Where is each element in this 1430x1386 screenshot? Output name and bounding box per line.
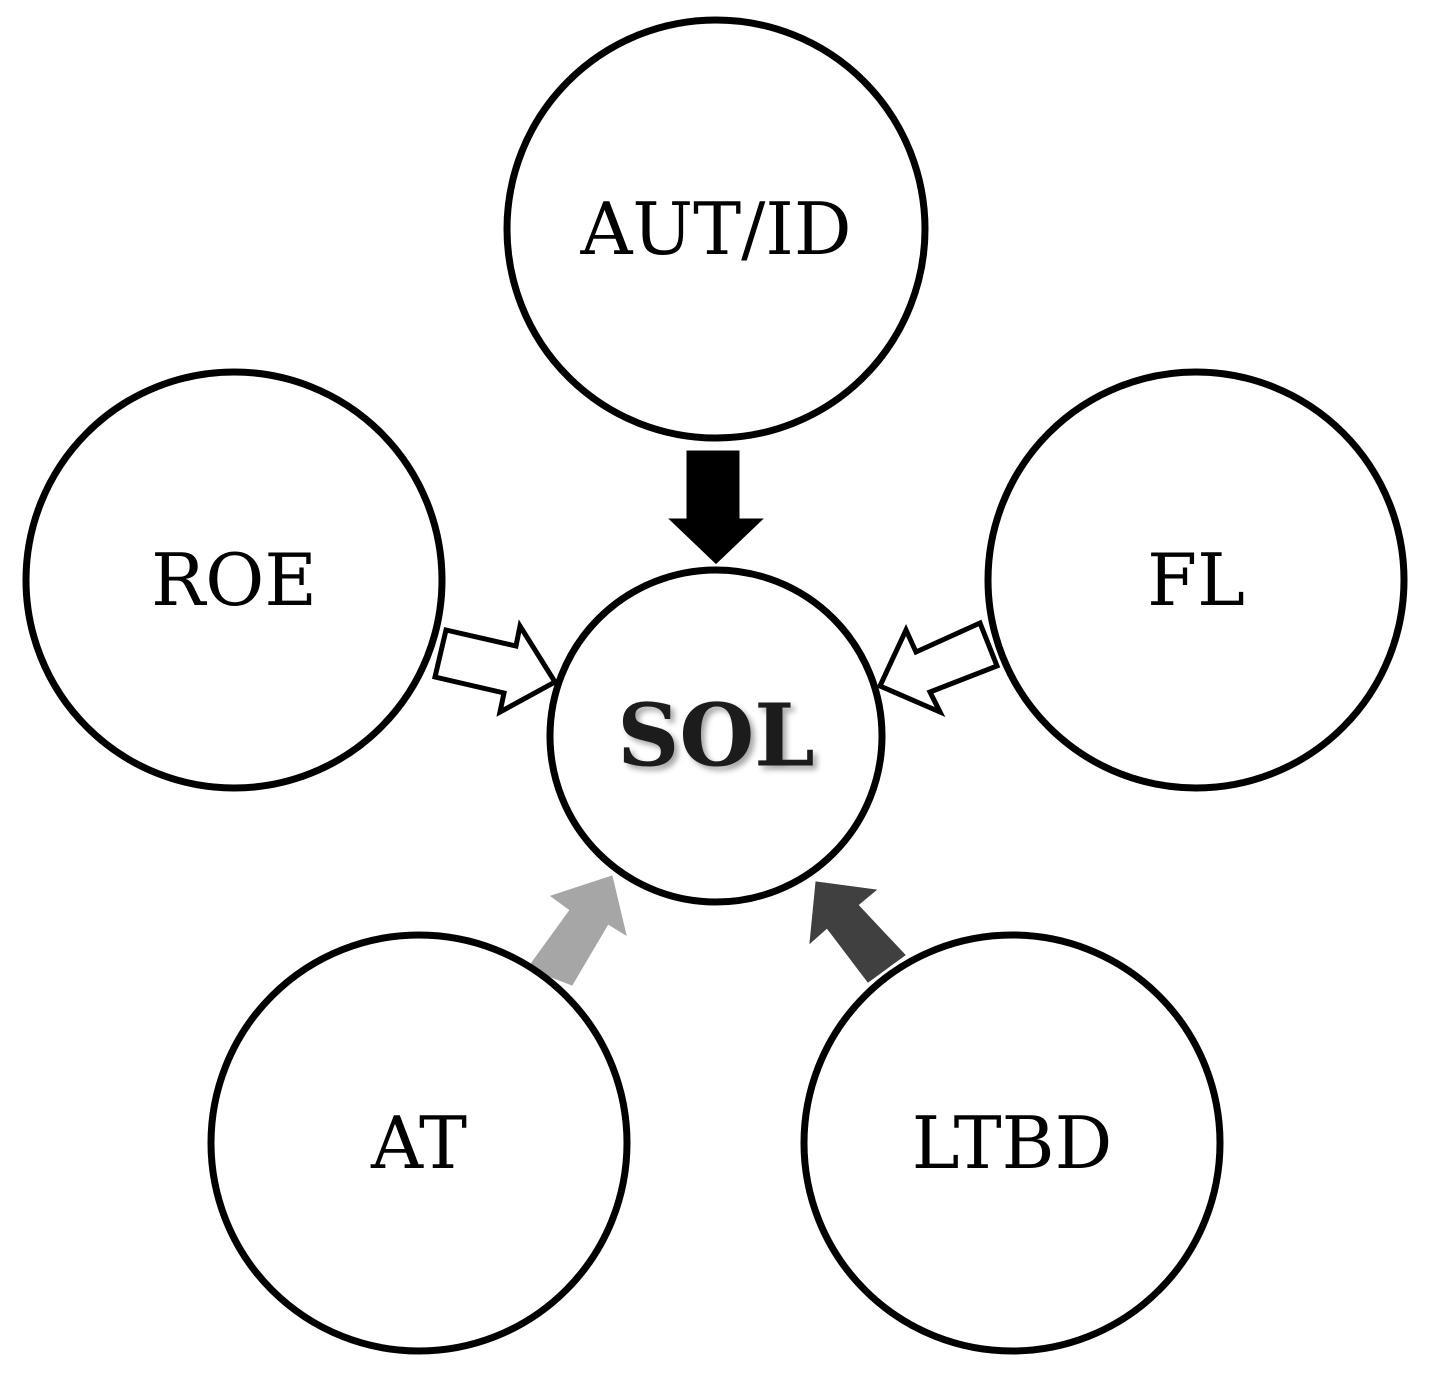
- center-label: SOL: [617, 686, 815, 787]
- node-circle: [207, 931, 631, 1355]
- node-label: AT: [370, 1101, 467, 1185]
- node-circle: [22, 368, 446, 792]
- node-circle: [984, 368, 1408, 792]
- node-ltbd: LTBD: [800, 931, 1224, 1355]
- node-circle: [503, 16, 929, 442]
- arrow-aut-id-to-sol: [668, 450, 764, 565]
- node-label: ROE: [151, 538, 317, 622]
- center-circle: [546, 566, 886, 906]
- arrow-fl-to-sol: [876, 619, 1001, 718]
- node-sol-center: SOL: [546, 566, 886, 906]
- arrow-ltbd-to-sol: [809, 881, 906, 983]
- node-fl: FL: [984, 368, 1408, 792]
- node-aut-id: AUT/ID: [503, 16, 929, 442]
- node-label: AUT/ID: [579, 187, 851, 271]
- arrow-roe-to-sol: [431, 619, 559, 717]
- node-at: AT: [207, 931, 631, 1355]
- node-roe: ROE: [22, 368, 446, 792]
- node-label: FL: [1147, 538, 1245, 622]
- node-label: LTBD: [912, 1101, 1113, 1185]
- arrow-at-to-sol: [527, 875, 627, 986]
- node-circle: [800, 931, 1224, 1355]
- arrows: [431, 450, 1001, 986]
